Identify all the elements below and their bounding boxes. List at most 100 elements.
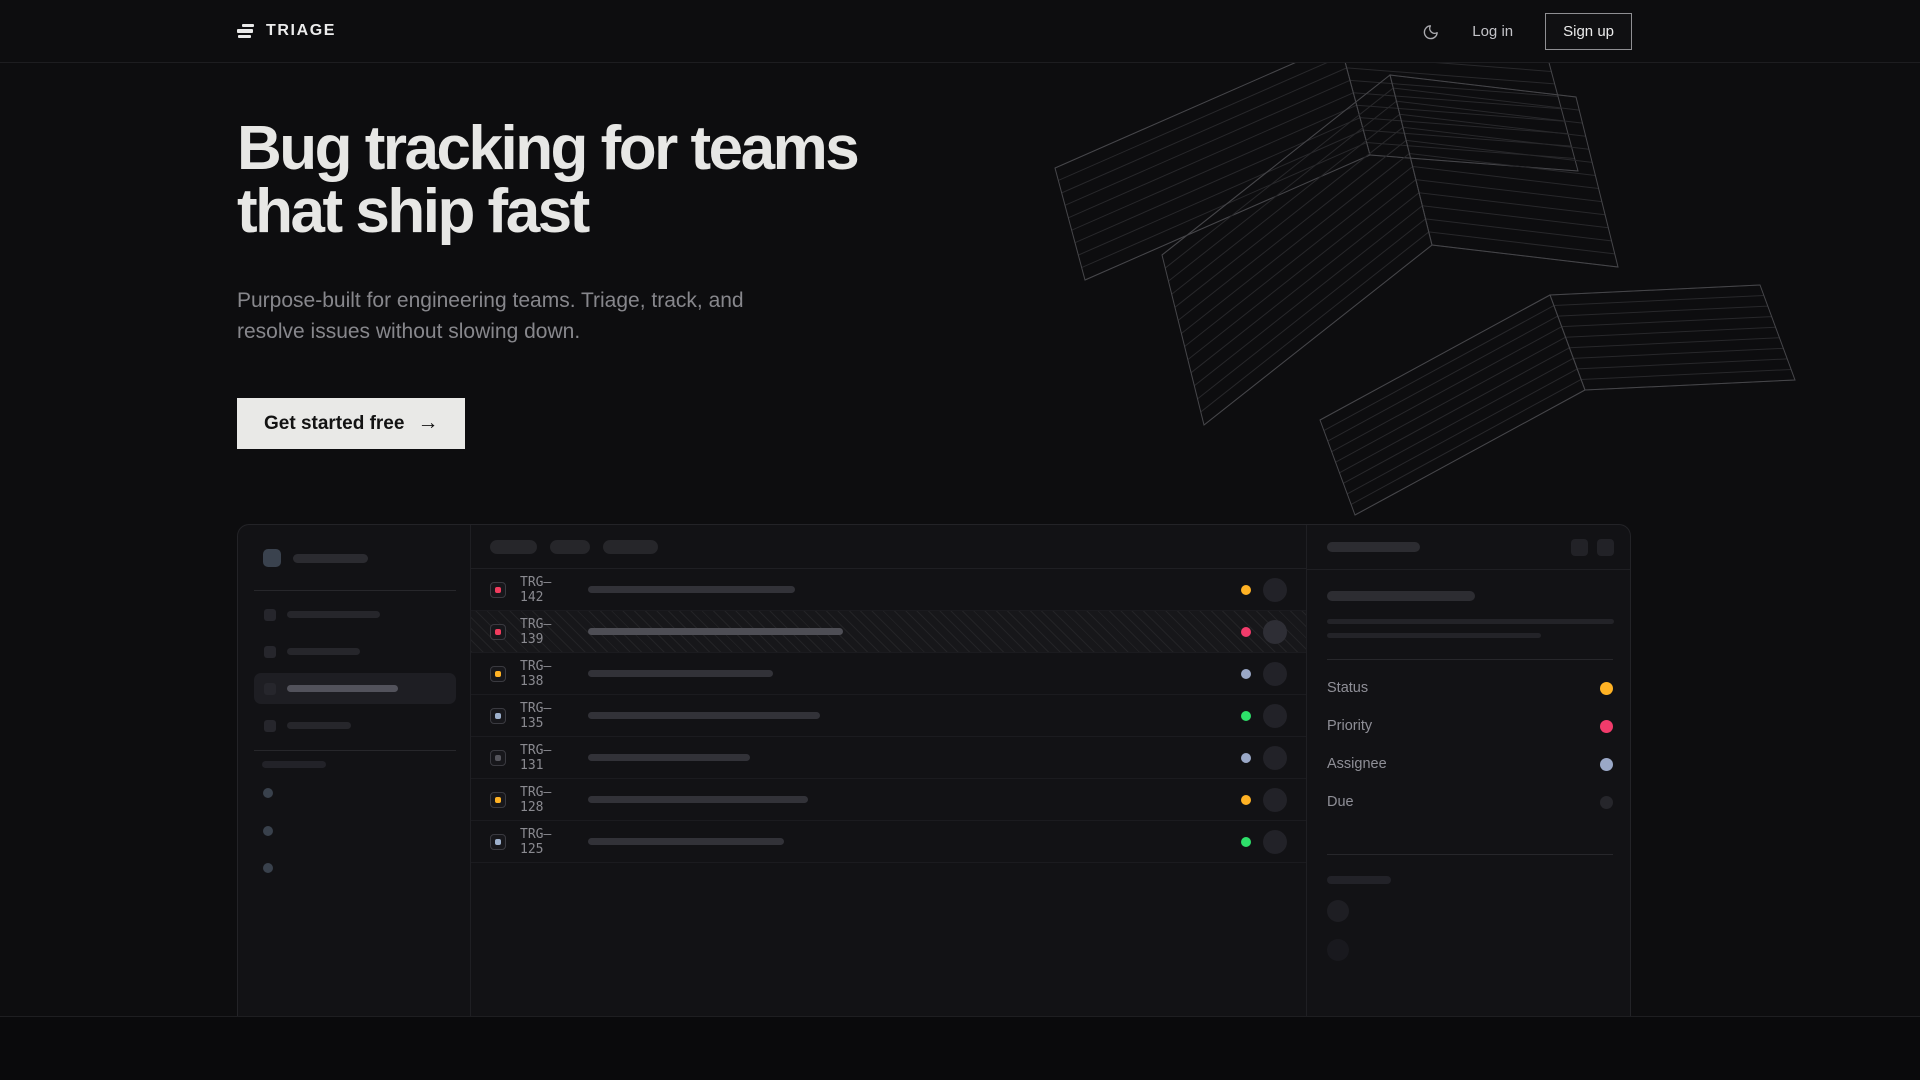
mock-detail-panel: Status Priority Assignee Due <box>1306 525 1630 1016</box>
nav-item-icon <box>264 682 276 695</box>
issue-id: TRG–135 <box>520 700 552 731</box>
issue-status-dot <box>1241 836 1251 847</box>
footer-band <box>0 1016 1920 1080</box>
issue-status-dot <box>1241 584 1251 595</box>
detail-action-skeleton <box>1571 538 1588 556</box>
mock-list-header <box>471 525 1306 569</box>
issue-row: TRG–125 <box>471 821 1306 863</box>
sidebar-dot <box>263 826 273 836</box>
detail-field-row: Due <box>1327 783 1613 821</box>
detail-divider <box>1327 854 1613 855</box>
nav-item-skeleton <box>287 685 398 692</box>
detail-avatar-circle <box>1327 939 1349 961</box>
hero-section: Bug tracking for teams that ship fast Pu… <box>0 63 1920 1016</box>
nav-item-skeleton <box>287 611 380 618</box>
mock-sidebar-nav <box>254 599 456 741</box>
sidebar-nav-item-active <box>254 673 456 704</box>
issue-title-skeleton <box>588 754 750 761</box>
issue-row: TRG–138 <box>471 653 1306 695</box>
detail-field-dot <box>1600 719 1613 733</box>
top-nav: TRIAGE Log in Sign up <box>0 0 1920 63</box>
hero-title-line2: that ship fast <box>237 177 590 246</box>
detail-field-dot <box>1600 795 1613 809</box>
nav-item-skeleton <box>287 648 360 655</box>
issue-status-dot <box>1241 794 1251 805</box>
nav-actions: Log in Sign up <box>1423 12 1632 50</box>
detail-field-label: Assignee <box>1327 756 1387 772</box>
issue-row: TRG–128 <box>471 779 1306 821</box>
theme-toggle-button[interactable] <box>1423 23 1440 40</box>
detail-field-label: Due <box>1327 794 1354 810</box>
sidebar-section-skeleton <box>262 761 326 768</box>
issue-row: TRG–142 <box>471 569 1306 611</box>
sidebar-dot <box>263 863 273 873</box>
issue-row: TRG–139 <box>471 611 1306 653</box>
moon-icon <box>1424 24 1439 39</box>
issue-type-icon <box>490 833 506 850</box>
detail-title-skeleton <box>1327 591 1475 601</box>
filter-pill-skeleton <box>490 539 537 554</box>
app-preview-card: TRG–142 TRG–139 TRG–138 TRG–135 TRG–131 … <box>237 524 1631 1016</box>
detail-action-skeleton <box>1597 538 1614 556</box>
workspace-name-skeleton <box>293 553 368 563</box>
issue-type-icon <box>490 707 506 724</box>
issue-avatar <box>1263 703 1287 728</box>
issue-rows: TRG–142 TRG–139 TRG–138 TRG–135 TRG–131 … <box>471 569 1306 863</box>
issue-title-skeleton <box>588 586 795 593</box>
nav-item-icon <box>264 645 276 658</box>
nav-item-icon <box>264 719 276 732</box>
detail-fields: Status Priority Assignee Due <box>1327 669 1613 821</box>
brand: TRIAGE <box>237 22 336 40</box>
issue-avatar <box>1263 577 1287 602</box>
detail-field-row: Priority <box>1327 707 1613 745</box>
workspace-avatar <box>263 549 281 567</box>
mock-issue-list: TRG–142 TRG–139 TRG–138 TRG–135 TRG–131 … <box>471 525 1306 1016</box>
detail-divider <box>1327 659 1613 660</box>
issue-avatar <box>1263 619 1287 644</box>
hero-title-line1: Bug tracking for teams <box>237 114 860 183</box>
sidebar-divider <box>254 750 456 751</box>
mock-sidebar <box>238 525 471 1016</box>
detail-field-dot <box>1600 681 1613 695</box>
issue-title-skeleton <box>588 796 808 803</box>
sidebar-nav-item <box>254 636 456 667</box>
nav-item-skeleton <box>287 722 351 729</box>
signup-button[interactable]: Sign up <box>1545 12 1632 50</box>
issue-row: TRG–135 <box>471 695 1306 737</box>
issue-title-skeleton <box>588 838 784 845</box>
issue-type-icon <box>490 665 506 682</box>
issue-id: TRG–142 <box>520 574 552 605</box>
detail-field-label: Priority <box>1327 718 1373 734</box>
issue-status-dot <box>1241 668 1251 679</box>
hero-subtitle: Purpose-built for engineering teams. Tri… <box>237 285 744 347</box>
get-started-button[interactable]: Get started free → <box>237 398 466 449</box>
detail-avatar-circle <box>1327 900 1349 922</box>
filter-pill-skeleton <box>550 539 590 554</box>
issue-id: TRG–139 <box>520 616 552 647</box>
login-link[interactable]: Log in <box>1472 22 1514 40</box>
issue-id: TRG–138 <box>520 658 552 689</box>
issue-avatar <box>1263 787 1287 812</box>
issue-type-icon <box>490 623 506 640</box>
detail-description-skeleton <box>1327 633 1541 638</box>
sidebar-nav-item <box>254 599 456 630</box>
sidebar-dot <box>263 788 273 798</box>
issue-type-icon <box>490 581 506 598</box>
sidebar-divider <box>254 590 456 591</box>
issue-type-icon <box>490 791 506 808</box>
triage-logo-icon <box>237 23 254 39</box>
detail-panel-body: Status Priority Assignee Due <box>1327 570 1614 1016</box>
wireframe-ribbons-decoration <box>1054 63 1796 516</box>
brand-name: TRIAGE <box>266 22 337 39</box>
issue-type-icon <box>490 749 506 766</box>
hero-subtitle-line2: resolve issues without slowing down. <box>237 320 581 343</box>
get-started-label: Get started free <box>264 412 405 434</box>
issue-title-skeleton <box>588 712 820 719</box>
filter-pill-skeleton <box>603 539 658 554</box>
detail-header-skeleton <box>1327 542 1420 552</box>
mock-workspace-switcher <box>263 549 368 567</box>
issue-status-dot <box>1241 710 1251 721</box>
detail-field-label: Status <box>1327 680 1369 696</box>
detail-field-row: Status <box>1327 669 1613 707</box>
issue-id: TRG–131 <box>520 742 552 773</box>
